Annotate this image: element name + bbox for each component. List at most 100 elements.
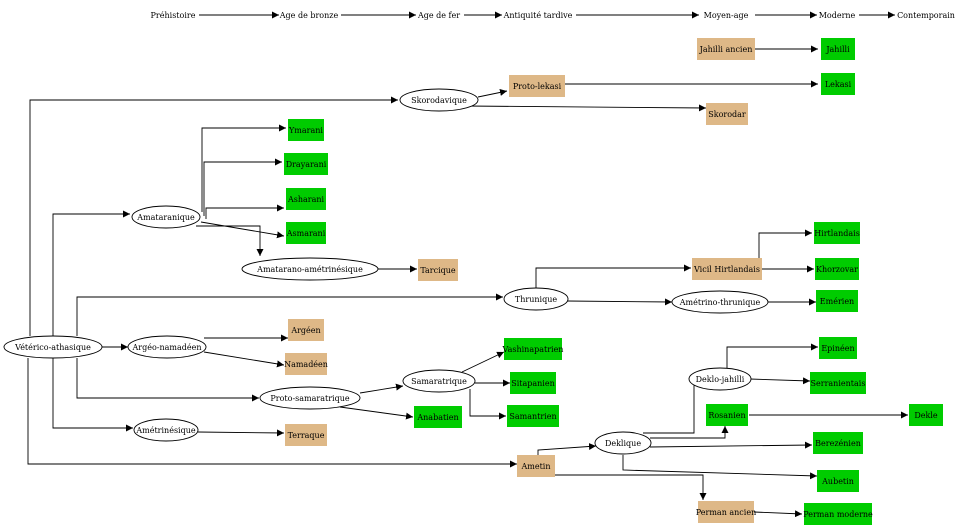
node-label: Asharani <box>287 195 325 204</box>
edge-veterico-to-protosam <box>76 358 259 402</box>
edge-ametin-to-permanc <box>554 474 707 500</box>
edge-amata-to-amamet <box>196 225 264 256</box>
node-label: Asmarani <box>286 229 326 238</box>
proto-language-ellipse <box>671 290 769 314</box>
node-label: Proto-samaratrique <box>270 394 349 403</box>
node-sitapan[interactable]: Sitapanien <box>510 372 556 394</box>
node-amet[interactable]: Amétrinésique <box>133 418 199 442</box>
node-tarcique[interactable]: Tarcique <box>418 259 458 281</box>
living-language-box <box>817 470 859 492</box>
node-aubetin[interactable]: Aubetin <box>817 470 859 492</box>
node-skorodar[interactable]: Skorodar <box>706 103 748 125</box>
node-thrun[interactable]: Thrunique <box>503 287 569 311</box>
node-hirtl[interactable]: Hirtlandais <box>814 222 860 244</box>
node-label: Vétérico-athasique <box>14 343 91 352</box>
node-rosanien[interactable]: Rosanien <box>706 404 748 426</box>
extinct-language-box <box>288 319 324 341</box>
extinct-language-box <box>418 259 458 281</box>
living-language-box <box>819 337 857 359</box>
node-amethr[interactable]: Amétrino-thrunique <box>671 290 769 314</box>
extinct-language-box <box>285 353 327 375</box>
node-protosam[interactable]: Proto-samaratrique <box>259 386 361 410</box>
living-language-box <box>814 222 860 244</box>
node-vashin[interactable]: Vashinapatrien <box>502 338 564 360</box>
edge-deklique-to-aubetin <box>622 455 818 480</box>
node-amamet[interactable]: Amatarano-amétrinésique <box>241 257 379 281</box>
node-terraque[interactable]: Terraque <box>285 424 327 446</box>
edge-skorodav-to-skorodar <box>464 104 707 112</box>
node-permmod[interactable]: Perman moderne <box>803 503 873 525</box>
node-label: Namadéen <box>284 360 328 369</box>
node-label: Samantrien <box>509 412 556 421</box>
extinct-language-box <box>698 501 754 523</box>
edge-vicil-to-hirtl <box>758 229 812 262</box>
node-permanc[interactable]: Perman ancien <box>696 501 756 523</box>
node-ymarani[interactable]: Ymarani <box>288 119 324 141</box>
node-asmarani[interactable]: Asmarani <box>286 222 326 244</box>
extinct-language-box <box>517 455 555 477</box>
timeline-era: Préhistoire <box>151 11 196 20</box>
proto-language-ellipse <box>259 386 361 410</box>
node-drayarani[interactable]: Drayarani <box>284 153 328 175</box>
node-argeen[interactable]: Argéen <box>288 319 324 341</box>
edge-deklique-to-dekjah <box>643 377 698 434</box>
node-anabat[interactable]: Anabatien <box>414 406 462 428</box>
edge-permanc-to-permmod <box>753 510 803 518</box>
node-label: Berezénien <box>815 439 861 448</box>
node-khorz[interactable]: Khorzovar <box>815 258 859 280</box>
node-deklique[interactable]: Deklique <box>594 431 652 455</box>
node-label: Epinéen <box>821 344 854 353</box>
node-label: Ametin <box>520 462 550 471</box>
node-label: Argéo-namadéen <box>132 343 202 352</box>
node-emerien[interactable]: Emérien <box>816 290 858 312</box>
node-samara[interactable]: Samaratrique <box>402 369 476 393</box>
edge-amata-to-ymarani <box>201 124 286 212</box>
extinct-language-box <box>285 424 327 446</box>
node-amata[interactable]: Amataranique <box>131 205 201 229</box>
node-jahanc[interactable]: Jahilli ancien <box>697 38 755 60</box>
node-dekjah[interactable]: Deklo-jahilli <box>688 367 752 391</box>
timeline-era: Antiquité tardive <box>503 11 573 20</box>
node-label: Lekasi <box>825 80 852 89</box>
living-language-box <box>507 405 559 427</box>
proto-language-ellipse <box>133 418 199 442</box>
living-language-box <box>909 404 943 426</box>
node-ametin[interactable]: Ametin <box>517 455 555 477</box>
extinct-language-box <box>692 258 762 280</box>
living-language-box <box>821 38 855 60</box>
node-berezen[interactable]: Berezénien <box>813 432 863 454</box>
living-language-box <box>706 404 748 426</box>
node-vicil[interactable]: Vicil Hirtlandais <box>692 258 762 280</box>
node-asharani[interactable]: Asharani <box>286 188 326 210</box>
node-protolek[interactable]: Proto-lekasi <box>509 75 565 97</box>
living-language-box <box>414 406 462 428</box>
timeline-era: Moyen-age <box>704 11 749 20</box>
node-samatr[interactable]: Samantrien <box>507 405 559 427</box>
node-label: Deklique <box>605 439 641 448</box>
edge-amata-to-asharani <box>205 204 284 219</box>
node-label: Amatarano-amétrinésique <box>256 265 363 274</box>
node-jahilli[interactable]: Jahilli <box>821 38 855 60</box>
living-language-box <box>504 338 562 360</box>
edge-ametin-to-deklique <box>537 442 597 455</box>
living-language-box <box>284 153 328 175</box>
node-label: Argéen <box>290 326 320 335</box>
node-label: Thrunique <box>515 295 557 304</box>
edge-deklique-to-berezen <box>649 441 813 449</box>
timeline-era: Moderne <box>819 11 856 20</box>
edge-amet-to-terraque <box>197 429 285 437</box>
node-argnam[interactable]: Argéo-namadéen <box>127 335 207 359</box>
node-serrani[interactable]: Serranientais <box>810 372 866 394</box>
node-namadeen[interactable]: Namadéen <box>284 353 328 375</box>
edge-veterico-to-amet <box>52 358 133 432</box>
node-veterico[interactable]: Vétérico-athasique <box>3 335 103 359</box>
node-lekasi[interactable]: Lekasi <box>821 73 855 95</box>
extinct-language-box <box>509 75 565 97</box>
node-epineen[interactable]: Epinéen <box>819 337 857 359</box>
node-dekle[interactable]: Dekle <box>909 404 943 426</box>
proto-language-ellipse <box>127 335 207 359</box>
node-skorodav[interactable]: Skorodavique <box>399 88 479 112</box>
living-language-box <box>286 188 326 210</box>
